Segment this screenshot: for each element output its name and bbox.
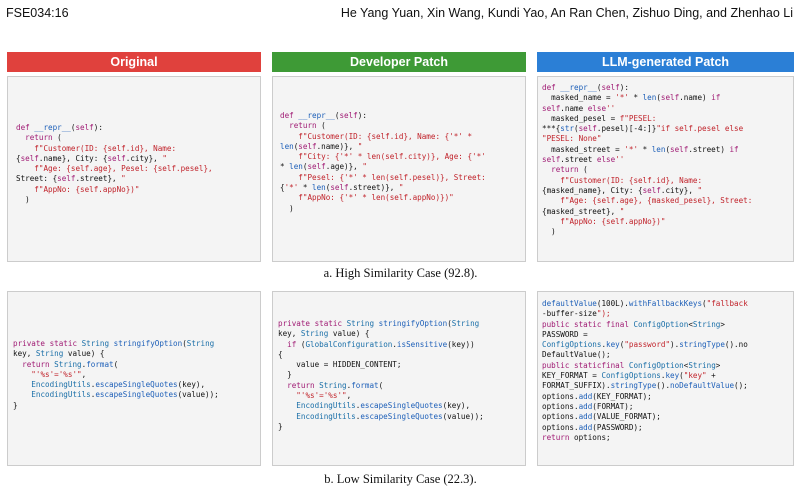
code-line: self.name else''	[542, 103, 616, 113]
code-line: EncodingUtils.escapeSingleQuotes(key),	[31, 380, 206, 390]
code-line: self.street else''	[542, 155, 625, 165]
low-original-code: private static String stringifyOption(St…	[13, 339, 260, 411]
code-line: f"AppNo: {self.appNo})"	[560, 216, 666, 226]
code-line: }	[13, 400, 18, 410]
code-line: public staticfinal ConfigOption<String>	[542, 360, 721, 370]
code-line: key, String value) {	[278, 329, 370, 339]
code-line: KEY_FORMAT = ConfigOptions.key("key" +	[542, 371, 716, 381]
code-line: {masked_street}, "	[542, 206, 625, 216]
code-line: def __repr__(self):	[280, 111, 367, 120]
code-line: {	[278, 349, 283, 359]
code-line: -buffer-size");	[542, 309, 611, 319]
low-llm-code: defaultValue(100L).withFallbackKeys("fal…	[542, 299, 793, 443]
code-line: EncodingUtils.escapeSingleQuotes(value))…	[31, 390, 219, 400]
code-line: if (GlobalConfiguration.isSensitive(key)…	[287, 339, 475, 349]
code-line: )	[542, 227, 556, 237]
code-line: return String.format(	[22, 359, 119, 369]
code-line: options.add(FORMAT);	[542, 401, 634, 411]
code-line: f"Customer(ID: {self.id}, Name: {'*' *	[298, 131, 473, 141]
low-developer-panel: private static String stringifyOption(St…	[272, 291, 526, 466]
code-line: options.add(KEY_FORMAT);	[542, 391, 652, 401]
code-line: f"Customer(ID: {self.id}, Name:	[560, 175, 703, 185]
code-line: PASSWORD =	[542, 329, 588, 339]
code-line: EncodingUtils.escapeSingleQuotes(key),	[296, 401, 471, 411]
code-line: f"Age: {self.age}, {masked_pesel}, Stree…	[560, 196, 753, 206]
high-original-code: def __repr__(self): return ( f"Customer(…	[16, 123, 260, 205]
code-line: def __repr__(self):	[542, 83, 629, 92]
code-line: f"AppNo: {'*' * len(self.appNo)})"	[298, 193, 454, 203]
code-line: ConfigOptions.key("password").stringType…	[542, 340, 748, 350]
code-line: FORMAT_SUFFIX).stringType().noDefaultVal…	[542, 381, 748, 391]
author-list: He Yang Yuan, Xin Wang, Kundi Yao, An Ra…	[340, 6, 793, 20]
code-line: options.add(VALUE_FORMAT);	[542, 412, 661, 422]
code-line: masked_pesel = f"PESEL:	[542, 113, 657, 123]
page-header: FSE034:16 He Yang Yuan, Xin Wang, Kundi …	[6, 6, 795, 24]
high-llm-code: def __repr__(self): masked_name = '*' * …	[542, 83, 793, 237]
page-number: FSE034:16	[6, 6, 69, 20]
low-original-panel: private static String stringifyOption(St…	[7, 291, 261, 466]
code-line: {self.name}, City: {self.city}, "	[16, 153, 167, 163]
code-line: * len(self.age)}, "	[280, 162, 367, 172]
code-line: masked_street = '*' * len(self.street) i…	[542, 144, 739, 154]
code-line: options.add(PASSWORD);	[542, 422, 643, 432]
code-line: f"Pesel: {'*' * len(self.pesel)}, Street…	[298, 172, 486, 182]
column-header-original: Original	[7, 52, 261, 72]
code-line: return options;	[542, 432, 611, 442]
high-developer-code: def __repr__(self): return ( f"Customer(…	[280, 111, 525, 214]
column-header-developer: Developer Patch	[272, 52, 526, 72]
code-line: len(self.name)}, "	[280, 141, 363, 151]
code-line: value = HIDDEN_CONTENT;	[278, 360, 402, 370]
code-line: f"Customer(ID: {self.id}, Name:	[34, 143, 177, 153]
code-line: Street: {self.street}, "	[16, 174, 126, 184]
code-line: DefaultValue();	[542, 350, 611, 360]
code-line: ***{str(self.pesel)[-4:]}"if self.pesel …	[542, 124, 744, 134]
code-line: return (	[551, 165, 588, 175]
code-line: defaultValue(100L).withFallbackKeys("fal…	[542, 299, 748, 308]
code-line: }	[278, 421, 283, 431]
code-line: public static final ConfigOption<String>	[542, 319, 725, 329]
code-line: {masked_name}, City: {self.city}, "	[542, 185, 703, 195]
code-line: return (	[289, 121, 326, 131]
code-line: f"Age: {self.age}, Pesel: {self.pesel},	[34, 164, 213, 174]
code-line: return String.format(	[287, 380, 384, 390]
low-llm-panel: defaultValue(100L).withFallbackKeys("fal…	[537, 291, 794, 466]
code-line: return (	[25, 133, 62, 143]
high-llm-panel: def __repr__(self): masked_name = '*' * …	[537, 76, 794, 262]
code-line: masked_name = '*' * len(self.name) if	[542, 93, 721, 103]
code-line: f"City: {'*' * len(self.city)}, Age: {'*…	[298, 152, 486, 162]
code-line: EncodingUtils.escapeSingleQuotes(value))…	[296, 411, 484, 421]
low-developer-code: private static String stringifyOption(St…	[278, 319, 525, 432]
column-header-llm: LLM-generated Patch	[537, 52, 794, 72]
code-line: private static String stringifyOption(St…	[278, 319, 480, 328]
code-line: "'%s'='%s'",	[31, 369, 87, 379]
high-original-panel: def __repr__(self): return ( f"Customer(…	[7, 76, 261, 262]
code-line: "PESEL: None"	[542, 134, 602, 144]
caption-low-similarity: b. Low Similarity Case (22.3).	[324, 472, 477, 486]
code-line: "'%s'='%s'",	[296, 391, 352, 401]
high-developer-panel: def __repr__(self): return ( f"Customer(…	[272, 76, 526, 262]
code-line: private static String stringifyOption(St…	[13, 339, 215, 348]
code-line: f"AppNo: {self.appNo})"	[34, 184, 140, 194]
code-line: )	[16, 195, 30, 205]
code-line: key, String value) {	[13, 349, 105, 359]
code-line: }	[278, 370, 292, 380]
code-line: {'*' * len(self.street)}, "	[280, 183, 404, 193]
code-line: def __repr__(self):	[16, 123, 103, 132]
code-line: )	[280, 203, 294, 213]
caption-high-similarity: a. High Similarity Case (92.8).	[323, 266, 478, 280]
